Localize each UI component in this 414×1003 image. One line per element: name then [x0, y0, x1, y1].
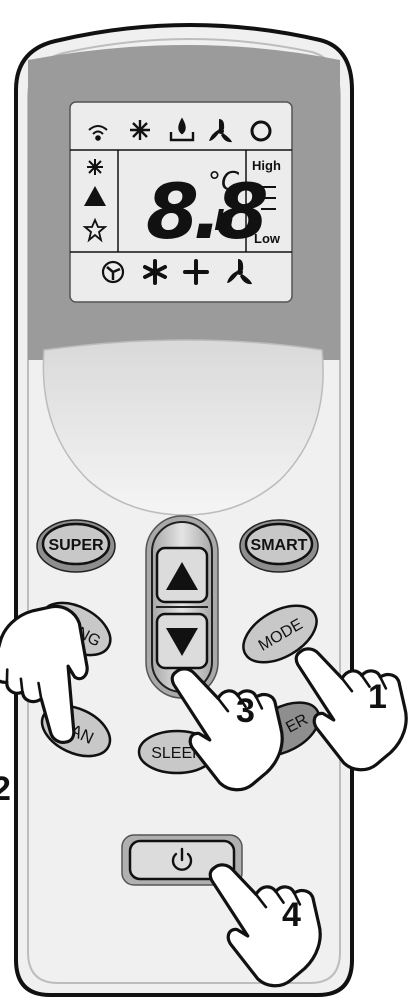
callout-1: 1 [368, 678, 387, 716]
callout-3: 3 [236, 692, 255, 730]
lcd-unit-celsius: °C [208, 167, 240, 197]
super-label: SUPER [48, 537, 104, 554]
super-button[interactable]: SUPER [37, 520, 115, 572]
snowflake-icon [130, 120, 150, 140]
temperature-up-button[interactable] [157, 548, 207, 602]
smart-button[interactable]: SMART [240, 520, 318, 572]
temperature-down-button[interactable] [157, 614, 207, 668]
fan-low-label: Low [254, 231, 281, 246]
callout-4: 4 [282, 896, 301, 934]
fan-high-label: High [252, 158, 281, 173]
lcd-temperature: 8.8 [146, 167, 267, 256]
callout-2: 2 [0, 770, 11, 808]
snowflake-small-icon [87, 159, 103, 175]
smart-label: SMART [251, 537, 308, 554]
lcd-unit-hours: h [214, 204, 234, 237]
